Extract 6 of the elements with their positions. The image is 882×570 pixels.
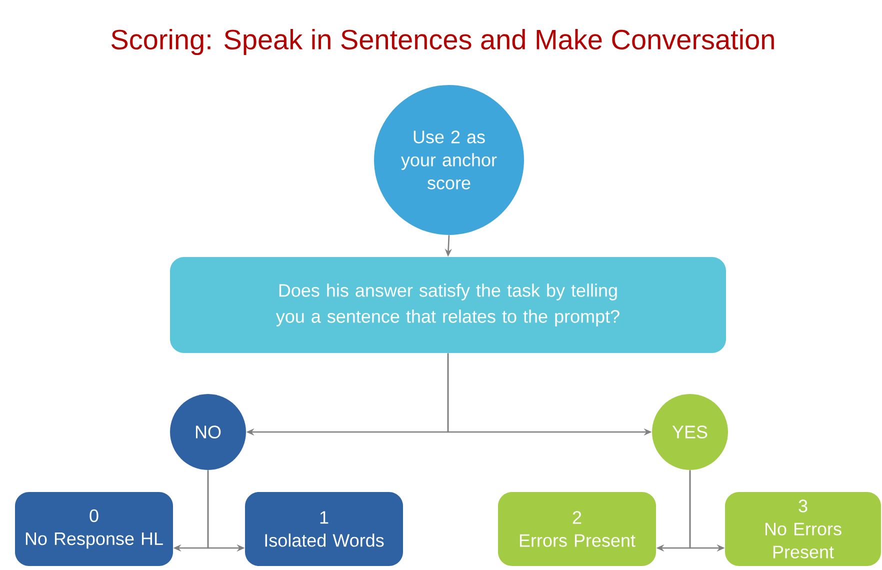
title: Scoring: Speak in Sentences and Make Conversation <box>111 28 774 56</box>
question-box: Does his answer satisfy the task by telling you a sentence that relates to the prompt? <box>170 257 726 353</box>
score-box: 1 Isolated Words <box>245 492 403 566</box>
score-box: 2 Errors Present <box>498 492 656 566</box>
score-box: 0 No Response HL <box>15 492 173 566</box>
score-box: 3 No Errors Present <box>725 492 882 566</box>
